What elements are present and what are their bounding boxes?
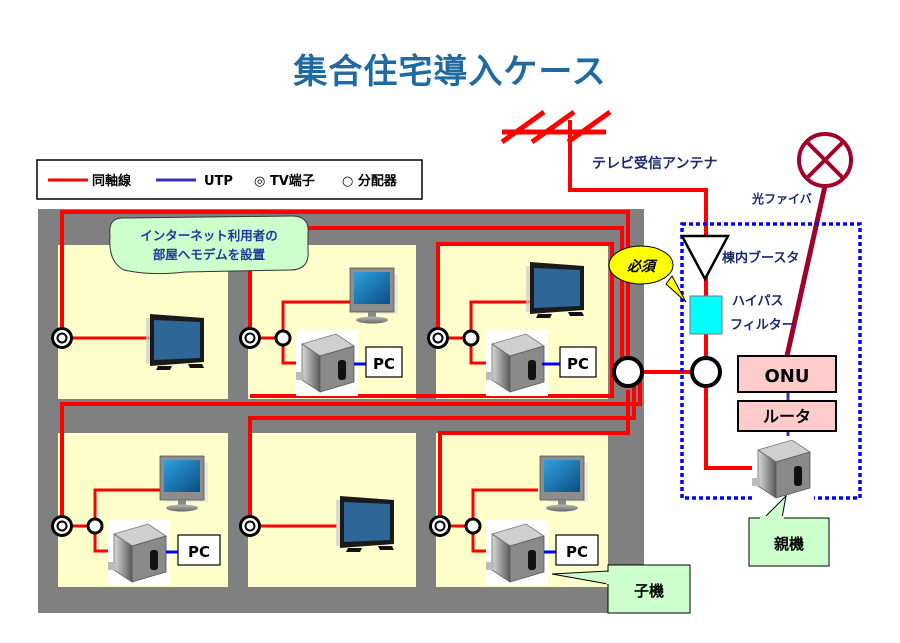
highpass-label-line2: フィルター xyxy=(730,318,795,333)
pc-label: PC xyxy=(567,355,589,373)
required-label: 必須 xyxy=(627,258,658,275)
pc-label: PC xyxy=(188,543,210,561)
coax-room4-modem xyxy=(93,533,110,553)
pc-box xyxy=(555,534,599,566)
tv-outlet-icon xyxy=(51,515,73,537)
tv-outlet-icon xyxy=(427,327,449,349)
legend-utp-label: UTP xyxy=(204,174,233,189)
onu-label: ONU xyxy=(765,366,810,387)
child-unit-callout: 子機 xyxy=(551,564,691,614)
pc-label: PC xyxy=(566,543,588,561)
legend-coax-label: 同軸線 xyxy=(92,173,132,189)
tv-outlet-icon xyxy=(239,327,261,349)
legend-tv-outlet-label: ◎ TV端子 xyxy=(254,173,315,189)
coax-trunk-room2 xyxy=(248,226,624,372)
legend-splitter-label: ○ 分配器 xyxy=(342,173,398,189)
room-coax-branches xyxy=(73,300,538,553)
highpass-filter-icon xyxy=(689,295,723,335)
modem-note-callout: インターネット利用者の 部屋へモデムを設置 xyxy=(109,215,309,275)
splitter-icon xyxy=(86,517,104,535)
pc-box xyxy=(365,346,403,378)
fiber-cable xyxy=(784,185,828,357)
coax-trunk-room1 xyxy=(60,210,630,372)
diagram-title: 集合住宅導入ケース xyxy=(293,52,607,92)
modem-note-line1: インターネット利用者の xyxy=(140,228,278,243)
modem-icon xyxy=(485,329,549,397)
pc-box xyxy=(177,534,221,566)
booster-label: 棟内ブースタ xyxy=(722,250,799,266)
coax-room2-monitor xyxy=(281,300,350,331)
tv-outlet-icon xyxy=(429,515,451,537)
required-callout: 必須 xyxy=(608,245,687,303)
highpass-label-line1: ハイパス xyxy=(732,294,783,309)
legend: 同軸線 UTP ◎ TV端子 ○ 分配器 xyxy=(36,159,423,200)
antenna-label: テレビ受信アンテナ xyxy=(592,155,717,172)
router-label: ルータ xyxy=(763,407,811,426)
onu-box xyxy=(737,355,837,393)
tv-outlet-icon xyxy=(51,327,73,349)
coax-room4-monitor xyxy=(93,488,160,519)
splitter-icon xyxy=(464,517,482,535)
coax-trunk-room5 xyxy=(248,372,636,526)
pc-box xyxy=(559,346,597,378)
coax-cables xyxy=(60,120,756,526)
tv-antenna-icon xyxy=(500,109,612,145)
splitter-icon xyxy=(462,329,480,347)
fiber-termination-icon xyxy=(797,132,853,188)
coax-room3-tv xyxy=(469,300,530,331)
router-box xyxy=(737,400,837,432)
booster-splitter-icon xyxy=(690,356,722,388)
coax-trunk-room3 xyxy=(436,242,614,372)
parent-modem-icon xyxy=(751,435,815,503)
coax-room3-modem xyxy=(469,345,488,365)
pc-label: PC xyxy=(373,355,395,373)
splitter-icon xyxy=(274,329,292,347)
coax-room6-modem xyxy=(471,533,488,553)
coax-room2-modem xyxy=(281,345,298,365)
main-splitter-icon xyxy=(612,356,644,388)
child-unit-label: 子機 xyxy=(634,582,664,600)
coax-trunk-room4 xyxy=(60,372,642,526)
parent-unit-callout: 親機 xyxy=(748,494,830,567)
modem-icon xyxy=(295,329,359,397)
booster-icon xyxy=(679,234,731,282)
tv-icon xyxy=(336,496,394,552)
tv-icon xyxy=(146,314,204,370)
modem-icon xyxy=(107,519,171,587)
coax-trunk-room3-return xyxy=(250,372,614,398)
coax-room6-monitor xyxy=(471,488,538,519)
legend-box xyxy=(36,159,423,200)
parent-unit-label: 親機 xyxy=(774,535,804,553)
tv-outlet-icon xyxy=(239,515,261,537)
coax-trunk-room6 xyxy=(438,390,630,526)
modem-note-line2: 部屋へモデムを設置 xyxy=(153,247,266,262)
fiber-label: 光ファイバ xyxy=(751,191,812,206)
tv-icon xyxy=(526,262,584,318)
modem-icon xyxy=(485,519,549,587)
coax-to-parent-modem xyxy=(704,386,756,470)
coax-antenna-feed xyxy=(568,120,708,238)
